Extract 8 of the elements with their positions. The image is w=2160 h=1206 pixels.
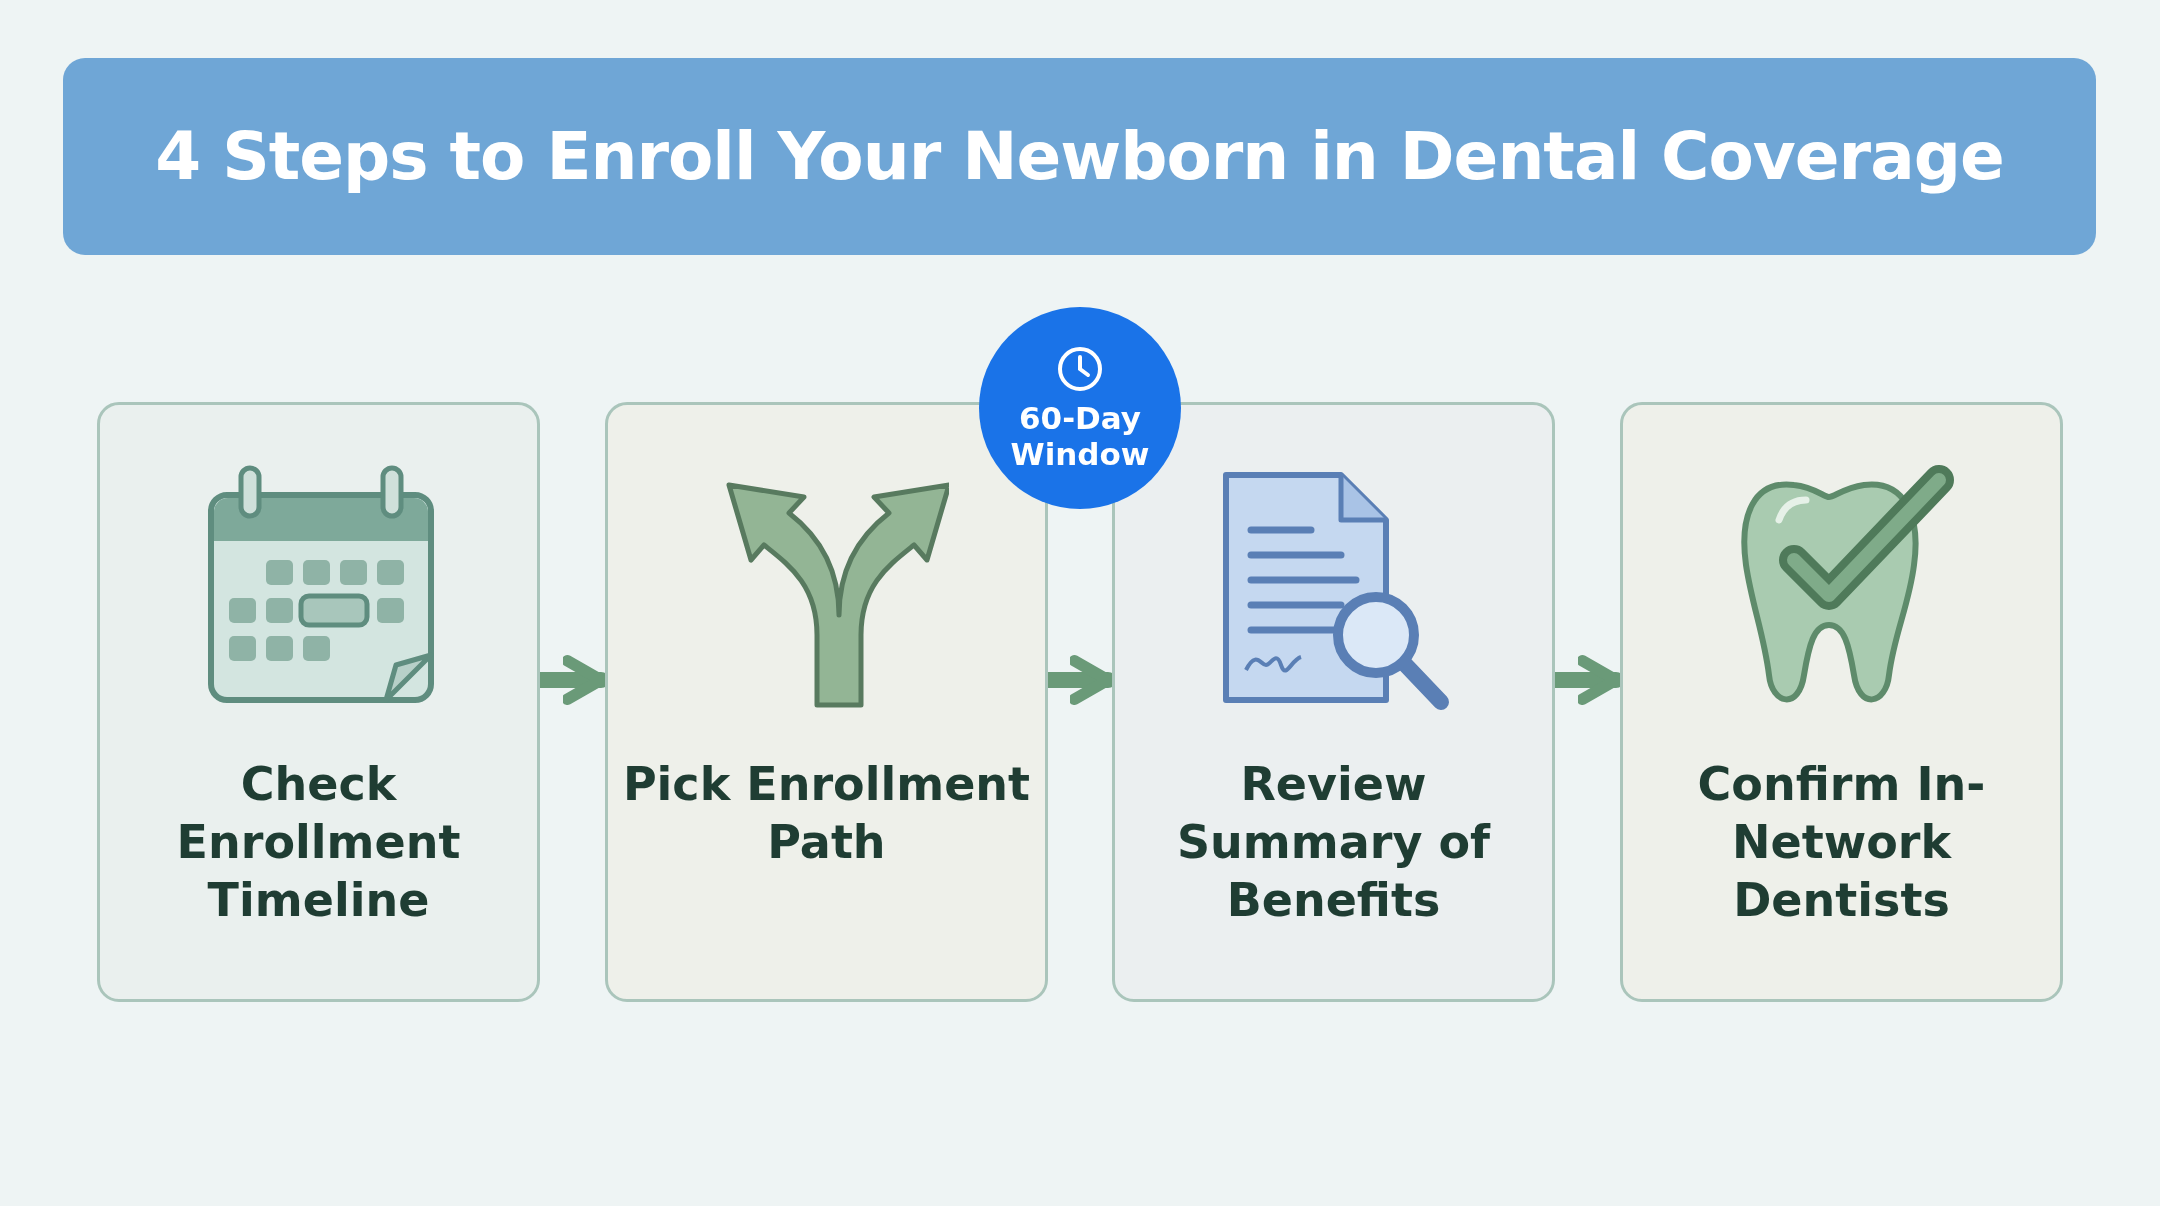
step-card bbox=[1620, 402, 2063, 1002]
step-label: Check Enrollment Timeline bbox=[175, 756, 462, 929]
badge-label: 60-Day Window bbox=[1009, 400, 1151, 472]
step-label: Pick Enrollment Path bbox=[621, 756, 1032, 871]
title: 4 Steps to Enroll Your Newborn in Dental Coverage bbox=[155, 118, 2004, 195]
step-card bbox=[97, 402, 540, 1002]
step-label: Review Summary of Benefits bbox=[1175, 756, 1492, 929]
step-label: Confirm In-Network Dentists bbox=[1696, 756, 1987, 929]
